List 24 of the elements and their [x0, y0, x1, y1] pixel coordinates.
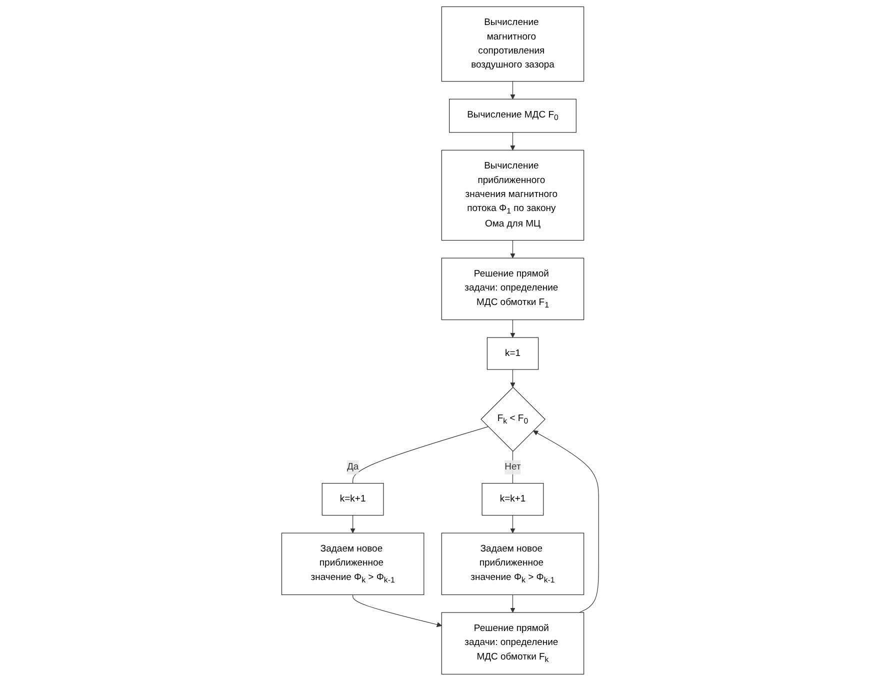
edge-label: Нет: [504, 462, 522, 472]
node-box: Задаем новое приближенное значение Φ$_{k}$ > Φ$_{k-1}$: [282, 532, 424, 596]
arrow: [533, 430, 600, 613]
node-box: Вычисление МДС F$_{0}$: [449, 98, 577, 133]
connector: [352, 426, 489, 484]
arrow: [510, 81, 516, 100]
node-box: Вычисление приближенного значения магнитного потока Φ$_{1}$ по закону Ома для МЦ: [442, 150, 584, 241]
node-box: Решение прямой задачи: определение МДС обмотки F$_{1}$: [442, 258, 584, 320]
node-box: Вычисление магнитного сопротивления воздушного зазора: [442, 6, 584, 82]
arrow: [510, 132, 516, 150]
node-diamond: F$_{k}$ < F$_{0}$: [480, 386, 546, 452]
arrow: [510, 594, 516, 613]
node-box: k=1: [487, 337, 539, 370]
node-box: k=k+1: [322, 483, 384, 516]
node-box: Решение прямой задачи: определение МДС обмотки F$_{k}$: [442, 612, 584, 675]
edge-label: Да: [347, 462, 359, 472]
arrow: [350, 515, 356, 534]
arrow: [510, 320, 516, 338]
node-box: Задаем новое приближенное значение Φ$_{k}$ > Φ$_{k-1}$: [442, 532, 584, 596]
node-box: k=k+1: [482, 483, 544, 516]
arrow: [352, 594, 442, 628]
arrow: [510, 515, 516, 534]
arrow: [510, 369, 516, 388]
arrow: [510, 240, 516, 258]
